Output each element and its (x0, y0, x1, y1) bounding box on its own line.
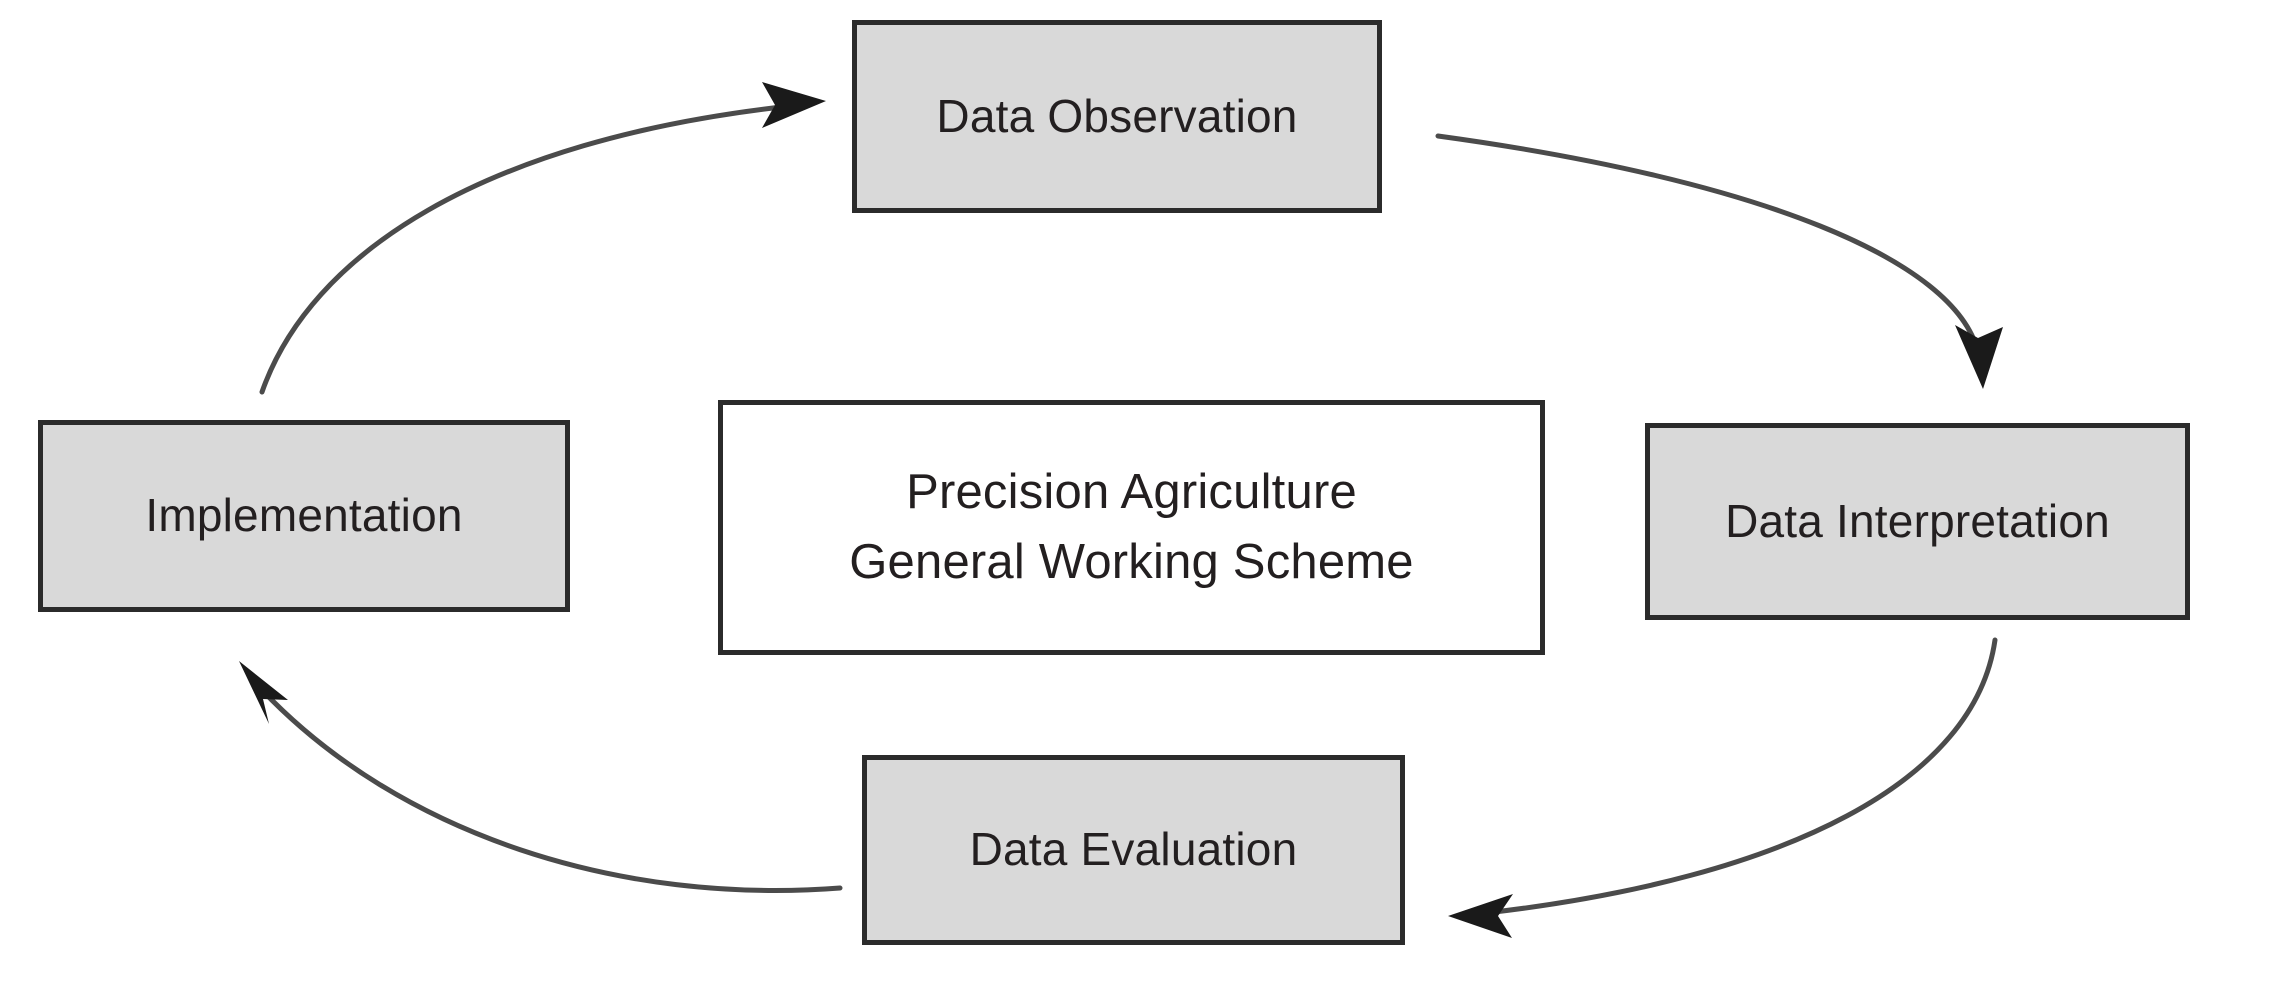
edge-implementation-to-data-observation (259, 103, 793, 395)
node-label-implementation: Implementation (145, 489, 463, 542)
arrowhead-to-data-interpretation (1955, 325, 2003, 389)
node-data-interpretation[interactable]: Data Interpretation (1645, 423, 2190, 620)
edge-data-observation-to-data-interpretation (1435, 133, 1981, 355)
node-implementation[interactable]: Implementation (38, 420, 570, 612)
node-label-data-observation: Data Observation (936, 89, 1298, 142)
center-title-line-2: General Working Scheme (849, 534, 1414, 589)
center-title-box: Precision Agriculture General Working Sc… (718, 400, 1545, 655)
edge-data-evaluation-to-implementation (259, 687, 843, 893)
arrowhead-to-implementation (239, 661, 288, 724)
node-data-observation[interactable]: Data Observation (852, 20, 1382, 213)
node-label-data-evaluation: Data Evaluation (969, 823, 1298, 876)
node-label-data-interpretation: Data Interpretation (1725, 494, 2110, 547)
node-data-evaluation[interactable]: Data Evaluation (862, 755, 1405, 945)
edge-data-interpretation-to-data-evaluation (1483, 637, 1998, 916)
center-title-line-1: Precision Agriculture (906, 464, 1357, 519)
arrowhead-to-data-observation (762, 82, 826, 128)
arrowhead-to-data-evaluation (1448, 894, 1513, 938)
